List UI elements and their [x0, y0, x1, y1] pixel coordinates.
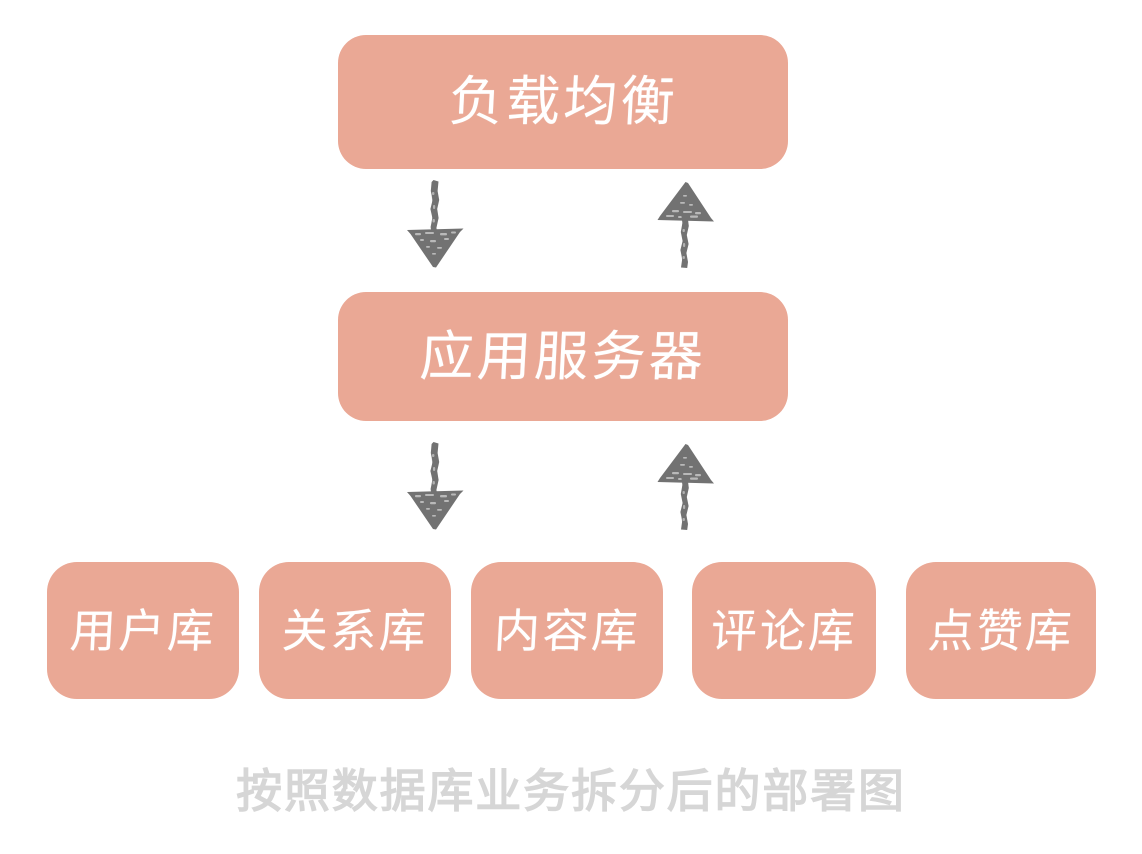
diagram-caption: 按照数据库业务拆分后的部署图 — [236, 764, 906, 818]
arrow-databases-to-app-server-up-icon — [652, 442, 718, 532]
node-load-balancer[interactable]: 负载均衡 — [338, 35, 788, 169]
node-database-comment-label: 评论库 — [709, 603, 859, 658]
node-database-content[interactable]: 内容库 — [471, 562, 663, 699]
node-database-user-label: 用户库 — [68, 603, 218, 658]
arrow-app-server-to-load-balancer-up-icon — [652, 180, 718, 270]
node-app-server-label: 应用服务器 — [418, 324, 708, 388]
node-load-balancer-label: 负载均衡 — [446, 70, 680, 133]
node-database-user[interactable]: 用户库 — [47, 562, 239, 699]
node-app-server[interactable]: 应用服务器 — [338, 292, 788, 421]
node-database-like-label: 点赞库 — [926, 603, 1076, 658]
node-database-relationship-label: 关系库 — [280, 603, 430, 658]
node-database-content-label: 内容库 — [492, 603, 642, 658]
node-database-comment[interactable]: 评论库 — [692, 562, 876, 699]
arrow-app-server-to-databases-down-icon — [402, 440, 468, 532]
node-database-relationship[interactable]: 关系库 — [259, 562, 451, 699]
arrow-load-balancer-to-app-server-down-icon — [402, 178, 468, 270]
node-database-like[interactable]: 点赞库 — [906, 562, 1096, 699]
